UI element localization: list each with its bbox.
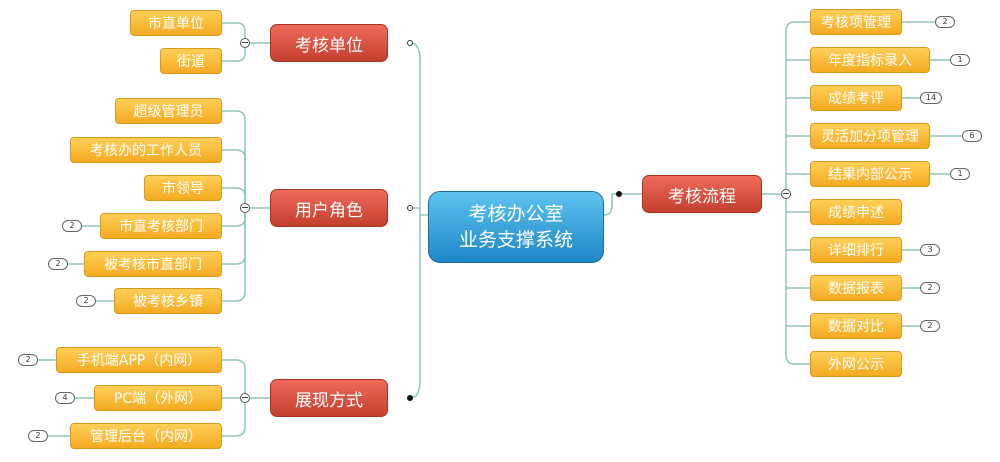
- roles-item-label: 市领导: [162, 181, 204, 197]
- units-collapse-icon[interactable]: [240, 38, 250, 48]
- process-item-label: 考核项管理: [821, 15, 891, 31]
- process-item[interactable]: 年度指标录入: [810, 47, 930, 73]
- units-item-label: 街道: [177, 54, 205, 70]
- roles-item[interactable]: 被考核市直部门: [84, 251, 222, 277]
- display-item[interactable]: 手机端APP（内网）: [56, 347, 222, 373]
- display-item-label: 手机端APP（内网）: [76, 353, 202, 369]
- process-item-label: 数据对比: [828, 319, 884, 335]
- branch-roles[interactable]: 用户角色: [270, 189, 388, 227]
- roles-item[interactable]: 被考核乡镇: [114, 288, 222, 314]
- display-count-badge[interactable]: 4: [55, 392, 75, 404]
- display-item-label: PC端（外网）: [113, 391, 203, 407]
- display-count-badge[interactable]: 2: [18, 354, 38, 366]
- branch-units[interactable]: 考核单位: [270, 24, 388, 62]
- roles-item[interactable]: 市直考核部门: [100, 213, 222, 239]
- process-item[interactable]: 数据报表: [810, 275, 902, 301]
- roles-item-label: 被考核市直部门: [104, 257, 202, 273]
- process-item-label: 灵活加分项管理: [821, 129, 919, 145]
- units-item[interactable]: 市直单位: [130, 10, 222, 36]
- central-topic-line1: 考核办公室: [468, 203, 564, 225]
- display-item-label: 管理后台（内网）: [90, 429, 202, 445]
- process-item[interactable]: 外网公示: [810, 351, 902, 377]
- branch-process[interactable]: 考核流程: [642, 175, 762, 213]
- process-count-badge[interactable]: 14: [920, 92, 942, 104]
- process-count-badge[interactable]: 2: [920, 320, 940, 332]
- process-item[interactable]: 详细排行: [810, 237, 902, 263]
- process-collapse-icon[interactable]: [781, 189, 791, 199]
- roles-item[interactable]: 考核办的工作人员: [70, 137, 222, 163]
- display-expand-dot[interactable]: [407, 395, 413, 401]
- process-expand-dot[interactable]: [616, 191, 622, 197]
- display-count-badge[interactable]: 2: [28, 430, 48, 442]
- roles-item-label: 市直考核部门: [119, 219, 203, 235]
- roles-count-badge[interactable]: 2: [62, 220, 82, 232]
- process-item[interactable]: 成绩考评: [810, 85, 902, 111]
- process-item[interactable]: 灵活加分项管理: [810, 123, 930, 149]
- process-item-label: 成绩考评: [828, 91, 884, 107]
- roles-count-badge[interactable]: 2: [76, 295, 96, 307]
- branch-display[interactable]: 展现方式: [270, 379, 388, 417]
- process-item[interactable]: 成绩申述: [810, 199, 902, 225]
- units-item-label: 市直单位: [148, 16, 204, 32]
- roles-item-label: 超级管理员: [133, 104, 204, 120]
- roles-count-badge[interactable]: 2: [48, 258, 68, 270]
- display-collapse-icon[interactable]: [240, 393, 250, 403]
- process-item-label: 年度指标录入: [828, 53, 912, 69]
- units-item[interactable]: 街道: [160, 48, 222, 74]
- process-item[interactable]: 考核项管理: [810, 9, 902, 35]
- process-count-badge[interactable]: 2: [920, 282, 940, 294]
- display-item[interactable]: 管理后台（内网）: [70, 423, 222, 449]
- process-item-label: 外网公示: [828, 357, 884, 373]
- roles-collapse-icon[interactable]: [240, 203, 250, 213]
- branch-roles-label: 用户角色: [295, 200, 363, 221]
- roles-item[interactable]: 市领导: [144, 175, 222, 201]
- units-expand-dot[interactable]: [407, 40, 413, 46]
- central-topic[interactable]: 考核办公室 业务支撑系统: [428, 191, 604, 263]
- process-count-badge[interactable]: 2: [935, 16, 955, 28]
- process-count-badge[interactable]: 1: [950, 54, 970, 66]
- process-count-badge[interactable]: 6: [962, 130, 982, 142]
- process-item-label: 结果内部公示: [828, 167, 912, 183]
- roles-item-label: 考核办的工作人员: [90, 143, 202, 159]
- branch-display-label: 展现方式: [295, 390, 363, 411]
- branch-process-label: 考核流程: [668, 186, 736, 207]
- process-count-badge[interactable]: 1: [950, 168, 970, 180]
- process-item[interactable]: 数据对比: [810, 313, 902, 339]
- roles-item[interactable]: 超级管理员: [115, 98, 222, 124]
- display-item[interactable]: PC端（外网）: [94, 385, 222, 411]
- process-item-label: 数据报表: [828, 281, 884, 297]
- process-count-badge[interactable]: 3: [920, 244, 940, 256]
- process-item-label: 详细排行: [828, 243, 884, 259]
- roles-item-label: 被考核乡镇: [133, 294, 203, 310]
- central-topic-line2: 业务支撑系统: [458, 229, 573, 251]
- branch-units-label: 考核单位: [295, 35, 363, 56]
- process-item-label: 成绩申述: [828, 205, 884, 221]
- roles-expand-dot[interactable]: [407, 205, 413, 211]
- process-item[interactable]: 结果内部公示: [810, 161, 930, 187]
